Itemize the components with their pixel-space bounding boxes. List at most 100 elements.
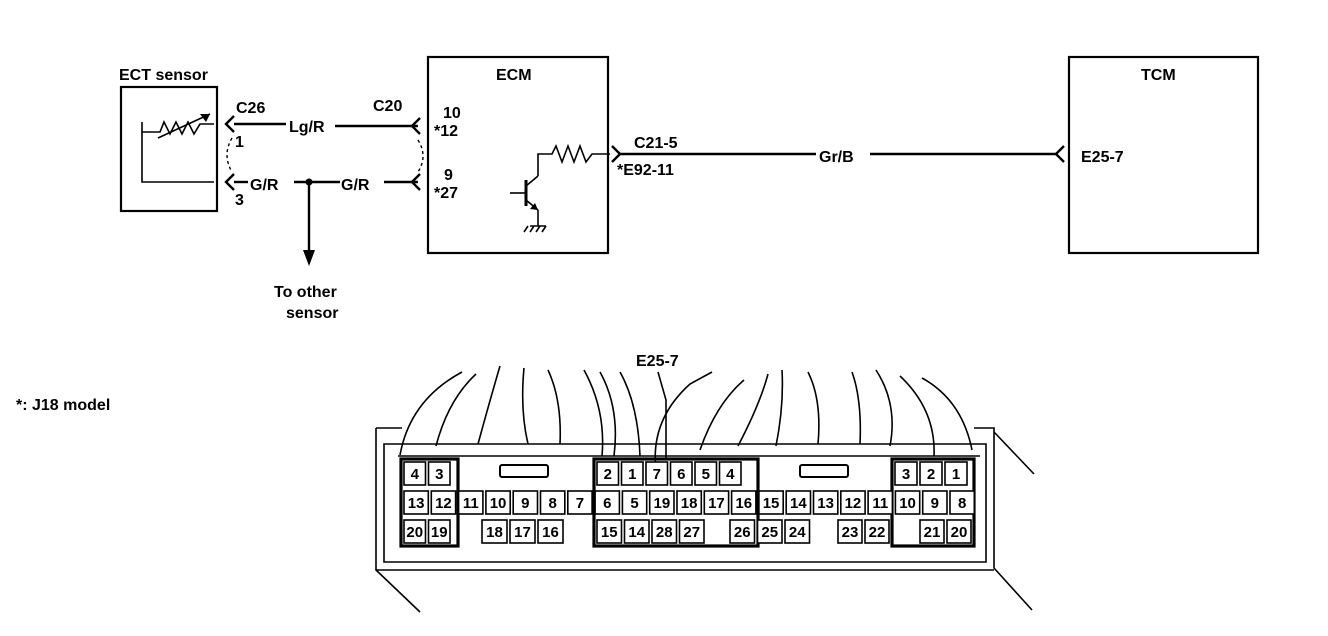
ecm-box xyxy=(426,55,610,255)
c20-pin10-connector xyxy=(410,117,421,135)
pin-number: 15 xyxy=(601,524,618,541)
pin-number: 14 xyxy=(790,495,807,512)
connector-callout-e25-7: E25-7 xyxy=(636,353,679,370)
pin-cell xyxy=(944,461,968,486)
pin-number: 2 xyxy=(927,466,935,483)
ecm-pin10-label: 10 xyxy=(443,105,461,122)
pin-cell xyxy=(427,461,451,486)
pin-cell xyxy=(651,519,678,544)
pin-cell xyxy=(676,490,703,515)
c26-pin1-label: 1 xyxy=(235,134,244,151)
pin-cell xyxy=(867,490,894,515)
c26-label: C26 xyxy=(236,100,265,117)
ect-sensor-box xyxy=(119,85,219,213)
pin-number: 4 xyxy=(726,466,735,483)
pin-number: 10 xyxy=(490,495,507,512)
pin-number: 8 xyxy=(548,495,556,512)
pin-cell xyxy=(812,490,839,515)
harness-wire xyxy=(921,377,973,451)
pin-number: 8 xyxy=(958,495,966,512)
to-other-label-2: sensor xyxy=(286,305,338,322)
pin-number: 1 xyxy=(628,466,636,483)
pin-cell xyxy=(430,490,457,515)
ecm-pin12-label: *12 xyxy=(434,123,458,140)
pin-number: 11 xyxy=(463,495,479,512)
harness-wire xyxy=(399,371,463,456)
pin-number: 9 xyxy=(931,495,939,512)
pin-cell xyxy=(758,490,785,515)
tcm-box xyxy=(1067,55,1260,255)
ect-sensor-label: ECT sensor xyxy=(119,67,208,84)
pin-number: 22 xyxy=(869,524,886,541)
harness-wire xyxy=(619,371,641,457)
thermistor-arrowhead xyxy=(200,114,210,122)
pin-number: 3 xyxy=(902,466,910,483)
pin-number: 4 xyxy=(411,466,420,483)
pin-number: 7 xyxy=(653,466,661,483)
pin-number: 25 xyxy=(761,524,778,541)
housing-right-diag xyxy=(993,431,1035,475)
pin-cell xyxy=(919,519,945,544)
pin-number: 10 xyxy=(899,495,916,512)
pin-cell xyxy=(403,519,427,544)
c20-label: C20 xyxy=(373,98,402,115)
callout-leader xyxy=(657,371,667,460)
pin-number: 28 xyxy=(656,524,673,541)
c26-pin3-label: 3 xyxy=(235,192,244,209)
ecm-pin27-label: *27 xyxy=(434,185,458,202)
pin-number: 17 xyxy=(708,495,725,512)
pin-number: 5 xyxy=(702,466,710,483)
housing-right-edge xyxy=(974,427,1033,611)
pin-cell xyxy=(919,461,943,486)
pin-number: 3 xyxy=(435,466,443,483)
pin-cell xyxy=(645,461,669,486)
pin-cell xyxy=(837,519,863,544)
pin-cell xyxy=(669,461,693,486)
pin-cell xyxy=(620,461,644,486)
connector-latch-left xyxy=(499,464,549,478)
pin-number: 12 xyxy=(435,495,452,512)
pin-number: 5 xyxy=(630,495,638,512)
tcm-e25-7-label: E25-7 xyxy=(1081,149,1124,166)
ecm-pin9-label: 9 xyxy=(444,167,453,184)
pin-number: 20 xyxy=(406,524,423,541)
pin-number: 9 xyxy=(521,495,529,512)
branch-arrow-icon xyxy=(303,250,315,266)
pin-number: 26 xyxy=(734,524,751,541)
pin-number: 12 xyxy=(845,495,862,512)
pin-number: 19 xyxy=(431,524,448,541)
ecm-label: ECM xyxy=(496,67,532,84)
harness-wire xyxy=(521,367,529,445)
pin-cell xyxy=(784,519,811,544)
harness-wire xyxy=(583,369,604,457)
transistor-emitter-arrow xyxy=(530,203,538,210)
pin-cell xyxy=(596,519,623,544)
pin-cell xyxy=(403,490,430,515)
ground-icon xyxy=(523,225,547,233)
pin-number: 1 xyxy=(952,466,960,483)
pin-number: 20 xyxy=(951,524,968,541)
pin-cell xyxy=(756,519,783,544)
pin-cell xyxy=(894,461,918,486)
pin-number: 18 xyxy=(486,524,503,541)
pin-cell xyxy=(566,490,593,515)
harness-wire xyxy=(807,371,820,445)
pin-cell xyxy=(537,519,564,544)
pin-cell xyxy=(481,519,508,544)
harness-wire xyxy=(875,369,893,447)
pin-number: 11 xyxy=(872,495,888,512)
wire-lg-r-label: Lg/R xyxy=(289,119,325,136)
pin-cell xyxy=(949,490,976,515)
wire-g-r-label-2: G/R xyxy=(341,177,370,194)
thermistor-arrow xyxy=(157,113,211,139)
pin-cell xyxy=(730,490,757,515)
wire-gr-b-label: Gr/B xyxy=(819,149,854,166)
pin-cell xyxy=(921,490,948,515)
pin-cell xyxy=(594,490,621,515)
pin-cell xyxy=(427,519,451,544)
sensor-return-line xyxy=(141,132,214,183)
pin-cell xyxy=(894,490,921,515)
transistor-collector xyxy=(525,175,539,187)
